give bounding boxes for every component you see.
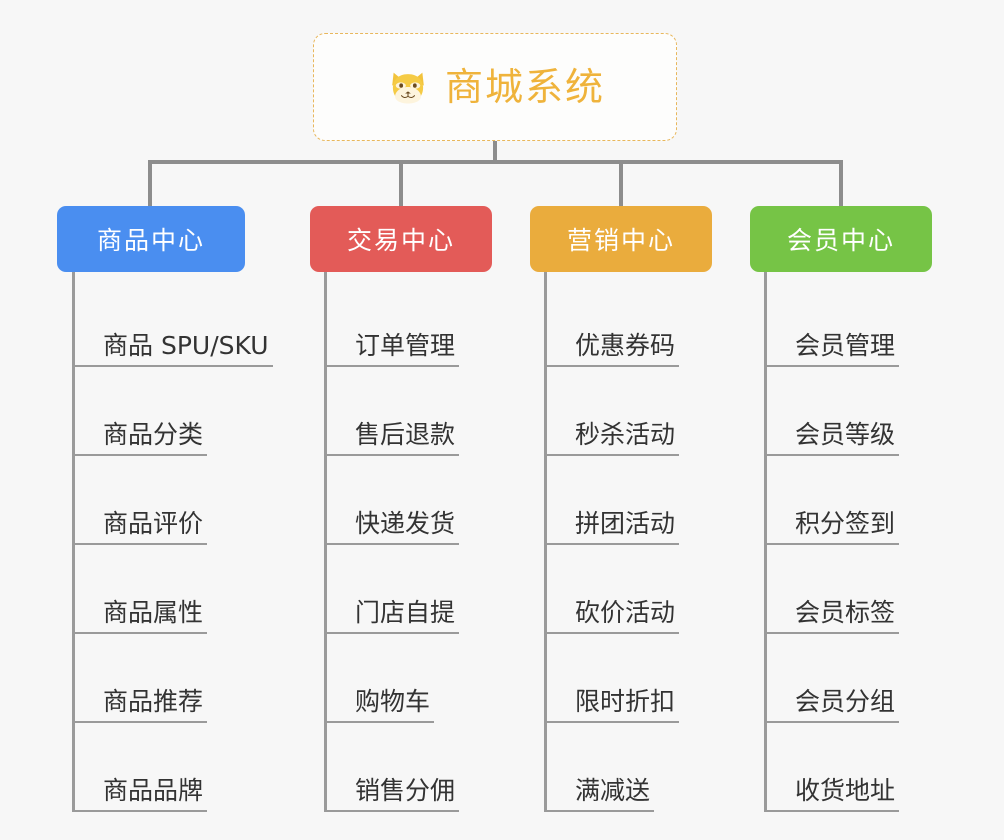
leaf-underline — [767, 721, 900, 723]
leaf-underline — [767, 810, 900, 812]
root-title: 商城系统 — [444, 65, 605, 109]
list-item[interactable]: 商品品牌 — [75, 723, 287, 812]
category-header-product-center[interactable]: 商品中心 — [57, 206, 245, 272]
leaf-label: 收货地址 — [795, 776, 896, 805]
leaf-underline — [327, 810, 460, 812]
leaf-label: 拼团活动 — [575, 509, 676, 538]
leaf-label: 优惠券码 — [575, 331, 676, 360]
leaf-label: 门店自提 — [355, 598, 456, 627]
leaf-label: 订单管理 — [355, 331, 456, 360]
category-title: 营销中心 — [566, 226, 675, 255]
leaf-label: 限时折扣 — [575, 687, 676, 716]
list-item[interactable]: 门店自提 — [327, 545, 525, 634]
column-member-center: 会员中心 会员管理 会员等级 积分签到 会员标签 会员分组 收货地址 — [750, 206, 965, 812]
list-item[interactable]: 商品分类 — [75, 367, 287, 456]
root-node[interactable]: 商城系统 — [313, 33, 677, 141]
list-item[interactable]: 商品属性 — [75, 545, 287, 634]
list-item[interactable]: 限时折扣 — [547, 634, 745, 723]
list-item[interactable]: 订单管理 — [327, 278, 525, 367]
list-item[interactable]: 会员标签 — [767, 545, 965, 634]
leaf-underline — [547, 365, 680, 367]
leaf-underline — [75, 543, 208, 545]
list-item[interactable]: 会员等级 — [767, 367, 965, 456]
leaf-list-trade-center: 订单管理 售后退款 快递发货 门店自提 购物车 销售分佣 — [324, 272, 525, 812]
category-title: 商品中心 — [96, 226, 205, 255]
list-item[interactable]: 商品 SPU/SKU — [75, 278, 287, 367]
leaf-label: 商品属性 — [103, 598, 204, 627]
leaf-label: 商品分类 — [103, 420, 204, 449]
shiba-dog-emoji — [385, 64, 431, 110]
list-item[interactable]: 积分签到 — [767, 456, 965, 545]
leaf-underline — [767, 543, 900, 545]
connector-drop-member-center — [839, 160, 843, 208]
leaf-underline — [327, 632, 460, 634]
leaf-underline — [75, 721, 208, 723]
leaf-list-marketing-center: 优惠券码 秒杀活动 拼团活动 砍价活动 限时折扣 满减送 — [544, 272, 745, 812]
leaf-underline — [327, 454, 460, 456]
leaf-label: 会员等级 — [795, 420, 896, 449]
column-trade-center: 交易中心 订单管理 售后退款 快递发货 门店自提 购物车 销售分佣 — [310, 206, 525, 812]
category-title: 交易中心 — [346, 226, 455, 255]
leaf-label: 会员标签 — [795, 598, 896, 627]
leaf-label: 秒杀活动 — [575, 420, 676, 449]
list-item[interactable]: 购物车 — [327, 634, 525, 723]
leaf-underline — [547, 810, 655, 812]
list-item[interactable]: 砍价活动 — [547, 545, 745, 634]
list-item[interactable]: 优惠券码 — [547, 278, 745, 367]
category-header-trade-center[interactable]: 交易中心 — [310, 206, 492, 272]
leaf-underline — [767, 632, 900, 634]
connector-drop-trade-center — [399, 160, 403, 208]
list-item[interactable]: 商品推荐 — [75, 634, 287, 723]
list-item[interactable]: 收货地址 — [767, 723, 965, 812]
leaf-underline — [327, 543, 460, 545]
leaf-underline — [547, 454, 680, 456]
leaf-label: 售后退款 — [355, 420, 456, 449]
list-item[interactable]: 会员管理 — [767, 278, 965, 367]
column-marketing-center: 营销中心 优惠券码 秒杀活动 拼团活动 砍价活动 限时折扣 满减送 — [530, 206, 745, 812]
leaf-list-member-center: 会员管理 会员等级 积分签到 会员标签 会员分组 收货地址 — [764, 272, 965, 812]
leaf-label: 积分签到 — [795, 509, 896, 538]
leaf-underline — [767, 365, 900, 367]
list-item[interactable]: 售后退款 — [327, 367, 525, 456]
leaf-underline — [75, 632, 208, 634]
leaf-underline — [547, 632, 680, 634]
leaf-label: 会员管理 — [795, 331, 896, 360]
column-product-center: 商品中心 商品 SPU/SKU 商品分类 商品评价 商品属性 商品推荐 商品品牌 — [57, 206, 287, 812]
leaf-label: 商品推荐 — [103, 687, 204, 716]
leaf-underline — [75, 454, 208, 456]
leaf-label: 满减送 — [575, 776, 651, 805]
list-item[interactable]: 拼团活动 — [547, 456, 745, 545]
category-header-marketing-center[interactable]: 营销中心 — [530, 206, 712, 272]
list-item[interactable]: 快递发货 — [327, 456, 525, 545]
leaf-label: 商品品牌 — [103, 776, 204, 805]
leaf-list-product-center: 商品 SPU/SKU 商品分类 商品评价 商品属性 商品推荐 商品品牌 — [72, 272, 287, 812]
list-item[interactable]: 商品评价 — [75, 456, 287, 545]
leaf-underline — [547, 721, 680, 723]
list-item[interactable]: 会员分组 — [767, 634, 965, 723]
leaf-underline — [547, 543, 680, 545]
list-item[interactable]: 秒杀活动 — [547, 367, 745, 456]
leaf-underline — [327, 365, 460, 367]
category-title: 会员中心 — [786, 226, 895, 255]
connector-drop-product-center — [148, 160, 152, 208]
connector-drop-marketing-center — [619, 160, 623, 208]
list-item[interactable]: 满减送 — [547, 723, 745, 812]
leaf-label: 商品 SPU/SKU — [103, 331, 269, 360]
leaf-label: 销售分佣 — [355, 776, 456, 805]
leaf-label: 快递发货 — [355, 509, 456, 538]
leaf-underline — [75, 365, 273, 367]
leaf-underline — [767, 454, 900, 456]
leaf-label: 购物车 — [355, 687, 431, 716]
leaf-label: 会员分组 — [795, 687, 896, 716]
leaf-label: 商品评价 — [103, 509, 204, 538]
category-header-member-center[interactable]: 会员中心 — [750, 206, 932, 272]
connector-root-stem — [493, 141, 497, 163]
leaf-label: 砍价活动 — [575, 598, 676, 627]
leaf-underline — [327, 721, 435, 723]
leaf-underline — [75, 810, 208, 812]
connector-horizontal-bus — [148, 160, 843, 164]
list-item[interactable]: 销售分佣 — [327, 723, 525, 812]
